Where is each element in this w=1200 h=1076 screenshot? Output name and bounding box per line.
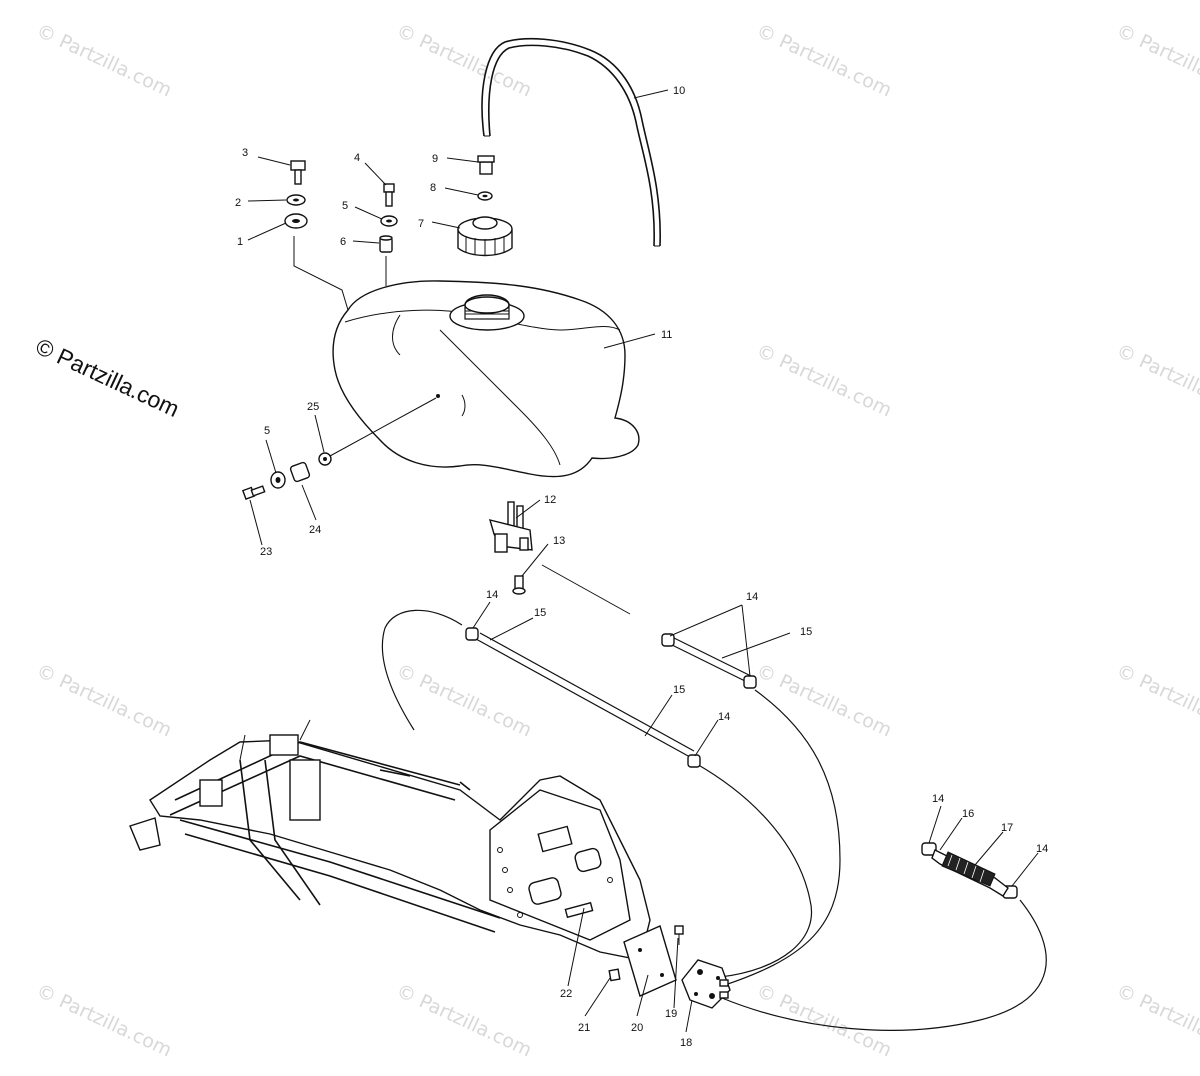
watermark: © Partzilla.com <box>1113 340 1200 422</box>
watermark: © Partzilla.com <box>33 660 175 742</box>
vehicle-frame <box>129 719 651 961</box>
part-label: 24 <box>309 524 321 536</box>
part-label: 15 <box>800 626 812 638</box>
part-labels: 3 2 1 4 5 6 9 8 7 10 11 25 5 24 23 12 13… <box>235 85 1048 1049</box>
leader-lines <box>247 89 1039 1033</box>
tank-mount-hardware <box>284 160 398 311</box>
part-label: 15 <box>534 607 546 619</box>
part-label: 14 <box>1036 843 1048 855</box>
part-label: 14 <box>746 591 758 603</box>
part-label: 4 <box>354 152 360 164</box>
part-label: 1 <box>237 236 243 248</box>
fuel-pump <box>608 925 731 1009</box>
watermark: © Partzilla.com <box>393 20 535 102</box>
fuel-valve <box>488 501 631 615</box>
part-label: 16 <box>962 808 974 820</box>
part-label: 5 <box>342 200 348 212</box>
part-label: 5 <box>264 425 270 437</box>
part-label: 9 <box>432 153 438 165</box>
part-label: 10 <box>673 85 685 97</box>
copyright-text: © Partzilla.com <box>32 333 183 422</box>
fuel-cap-assembly <box>457 155 513 257</box>
part-label: 19 <box>665 1008 677 1020</box>
part-label: 25 <box>307 401 319 413</box>
watermark: © Partzilla.com <box>753 340 895 422</box>
watermark: © Partzilla.com <box>33 20 175 102</box>
part-label: 15 <box>673 684 685 696</box>
part-label: 8 <box>430 182 436 194</box>
vent-hose <box>481 37 661 247</box>
part-label: 7 <box>418 218 424 230</box>
watermark: © Partzilla.com <box>753 660 895 742</box>
part-label: 11 <box>661 329 672 341</box>
part-label: 18 <box>680 1037 692 1049</box>
watermark: © Partzilla.com <box>393 980 535 1062</box>
part-label: 3 <box>242 147 248 159</box>
watermark: © Partzilla.com <box>33 980 175 1062</box>
part-label: 22 <box>560 988 572 1000</box>
part-label: 13 <box>553 535 565 547</box>
fuel-filter <box>921 842 1018 899</box>
part-label: 21 <box>578 1022 590 1034</box>
watermark: © Partzilla.com <box>393 660 535 742</box>
fuel-tank <box>332 280 640 478</box>
part-label: 17 <box>1001 822 1013 834</box>
watermark: © Partzilla.com <box>1113 980 1200 1062</box>
part-label: 23 <box>260 546 272 558</box>
part-label: 2 <box>235 197 241 209</box>
part-label: 6 <box>340 236 346 248</box>
watermark: © Partzilla.com <box>753 980 895 1062</box>
part-label: 14 <box>718 711 730 723</box>
part-label: 14 <box>932 793 944 805</box>
part-label: 14 <box>486 589 498 601</box>
watermark: © Partzilla.com <box>753 20 895 102</box>
part-label: 20 <box>631 1022 643 1034</box>
watermark: © Partzilla.com <box>1113 660 1200 742</box>
part-label: 12 <box>544 494 556 506</box>
side-mount-hardware <box>241 397 437 500</box>
watermark: © Partzilla.com <box>1113 20 1200 102</box>
